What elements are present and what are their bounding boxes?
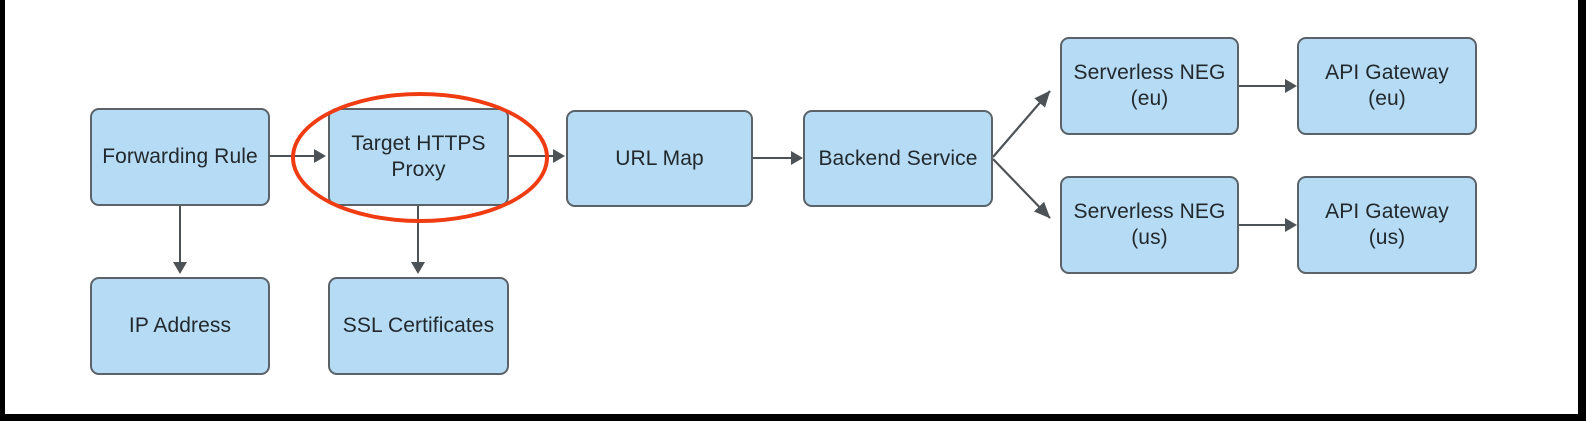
node-api-gateway-us[interactable]: API Gateway (us): [1297, 176, 1477, 274]
node-api-gateway-us-sublabel: (us): [1368, 226, 1406, 249]
node-backend-service-label: Backend Service: [818, 146, 978, 170]
node-ssl-certificates[interactable]: SSL Certificates: [328, 277, 509, 375]
node-api-gateway-eu[interactable]: API Gateway (eu): [1297, 37, 1477, 135]
node-serverless-neg-eu[interactable]: Serverless NEG (eu): [1060, 37, 1239, 135]
edge-target-https-proxy-to-ssl-certificates: [417, 205, 419, 263]
edge-serverless-neg-us-to-api-gateway-us: [1238, 224, 1285, 226]
edge-backend-service-to-serverless-neg-eu: [992, 90, 1051, 158]
edge-backend-service-to-serverless-neg-us: [992, 158, 1051, 219]
proxy-highlight-ellipse: [291, 92, 549, 223]
node-serverless-neg-us-label: Serverless NEG: [1073, 200, 1226, 224]
edge-serverless-neg-eu-to-api-gateway-eu: [1238, 85, 1285, 87]
arrowhead-target-https-proxy-to-ssl-certificates: [411, 262, 425, 274]
arrowhead-serverless-neg-us-to-api-gateway-us: [1285, 218, 1297, 232]
arrowhead-serverless-neg-eu-to-api-gateway-eu: [1285, 79, 1297, 93]
node-api-gateway-eu-label: API Gateway: [1325, 61, 1449, 85]
frame-bottom-bar: [0, 414, 1586, 421]
edge-url-map-to-backend-service: [753, 157, 791, 159]
node-serverless-neg-us[interactable]: Serverless NEG (us): [1060, 176, 1239, 274]
arrowhead-target-https-proxy-to-url-map: [553, 149, 565, 163]
arrowhead-url-map-to-backend-service: [791, 151, 803, 165]
node-serverless-neg-eu-sublabel: (eu): [1130, 87, 1169, 110]
node-ssl-certificates-label: SSL Certificates: [342, 314, 495, 338]
node-url-map-label: URL Map: [615, 146, 704, 170]
node-forwarding-rule-label: Forwarding Rule: [102, 145, 258, 169]
frame-right-bar: [1578, 0, 1586, 421]
node-ip-address[interactable]: IP Address: [90, 277, 270, 375]
node-forwarding-rule[interactable]: Forwarding Rule: [90, 108, 270, 206]
node-serverless-neg-eu-label: Serverless NEG: [1073, 61, 1226, 85]
node-url-map[interactable]: URL Map: [566, 110, 753, 207]
edge-forwarding-rule-to-ip-address: [179, 205, 181, 263]
node-serverless-neg-us-sublabel: (us): [1131, 226, 1168, 249]
node-ip-address-label: IP Address: [128, 314, 232, 338]
node-backend-service[interactable]: Backend Service: [803, 110, 993, 207]
node-api-gateway-eu-sublabel: (eu): [1368, 87, 1406, 110]
node-api-gateway-us-label: API Gateway: [1325, 200, 1449, 224]
frame-left-bar: [0, 0, 5, 421]
arrowhead-forwarding-rule-to-ip-address: [173, 262, 187, 274]
